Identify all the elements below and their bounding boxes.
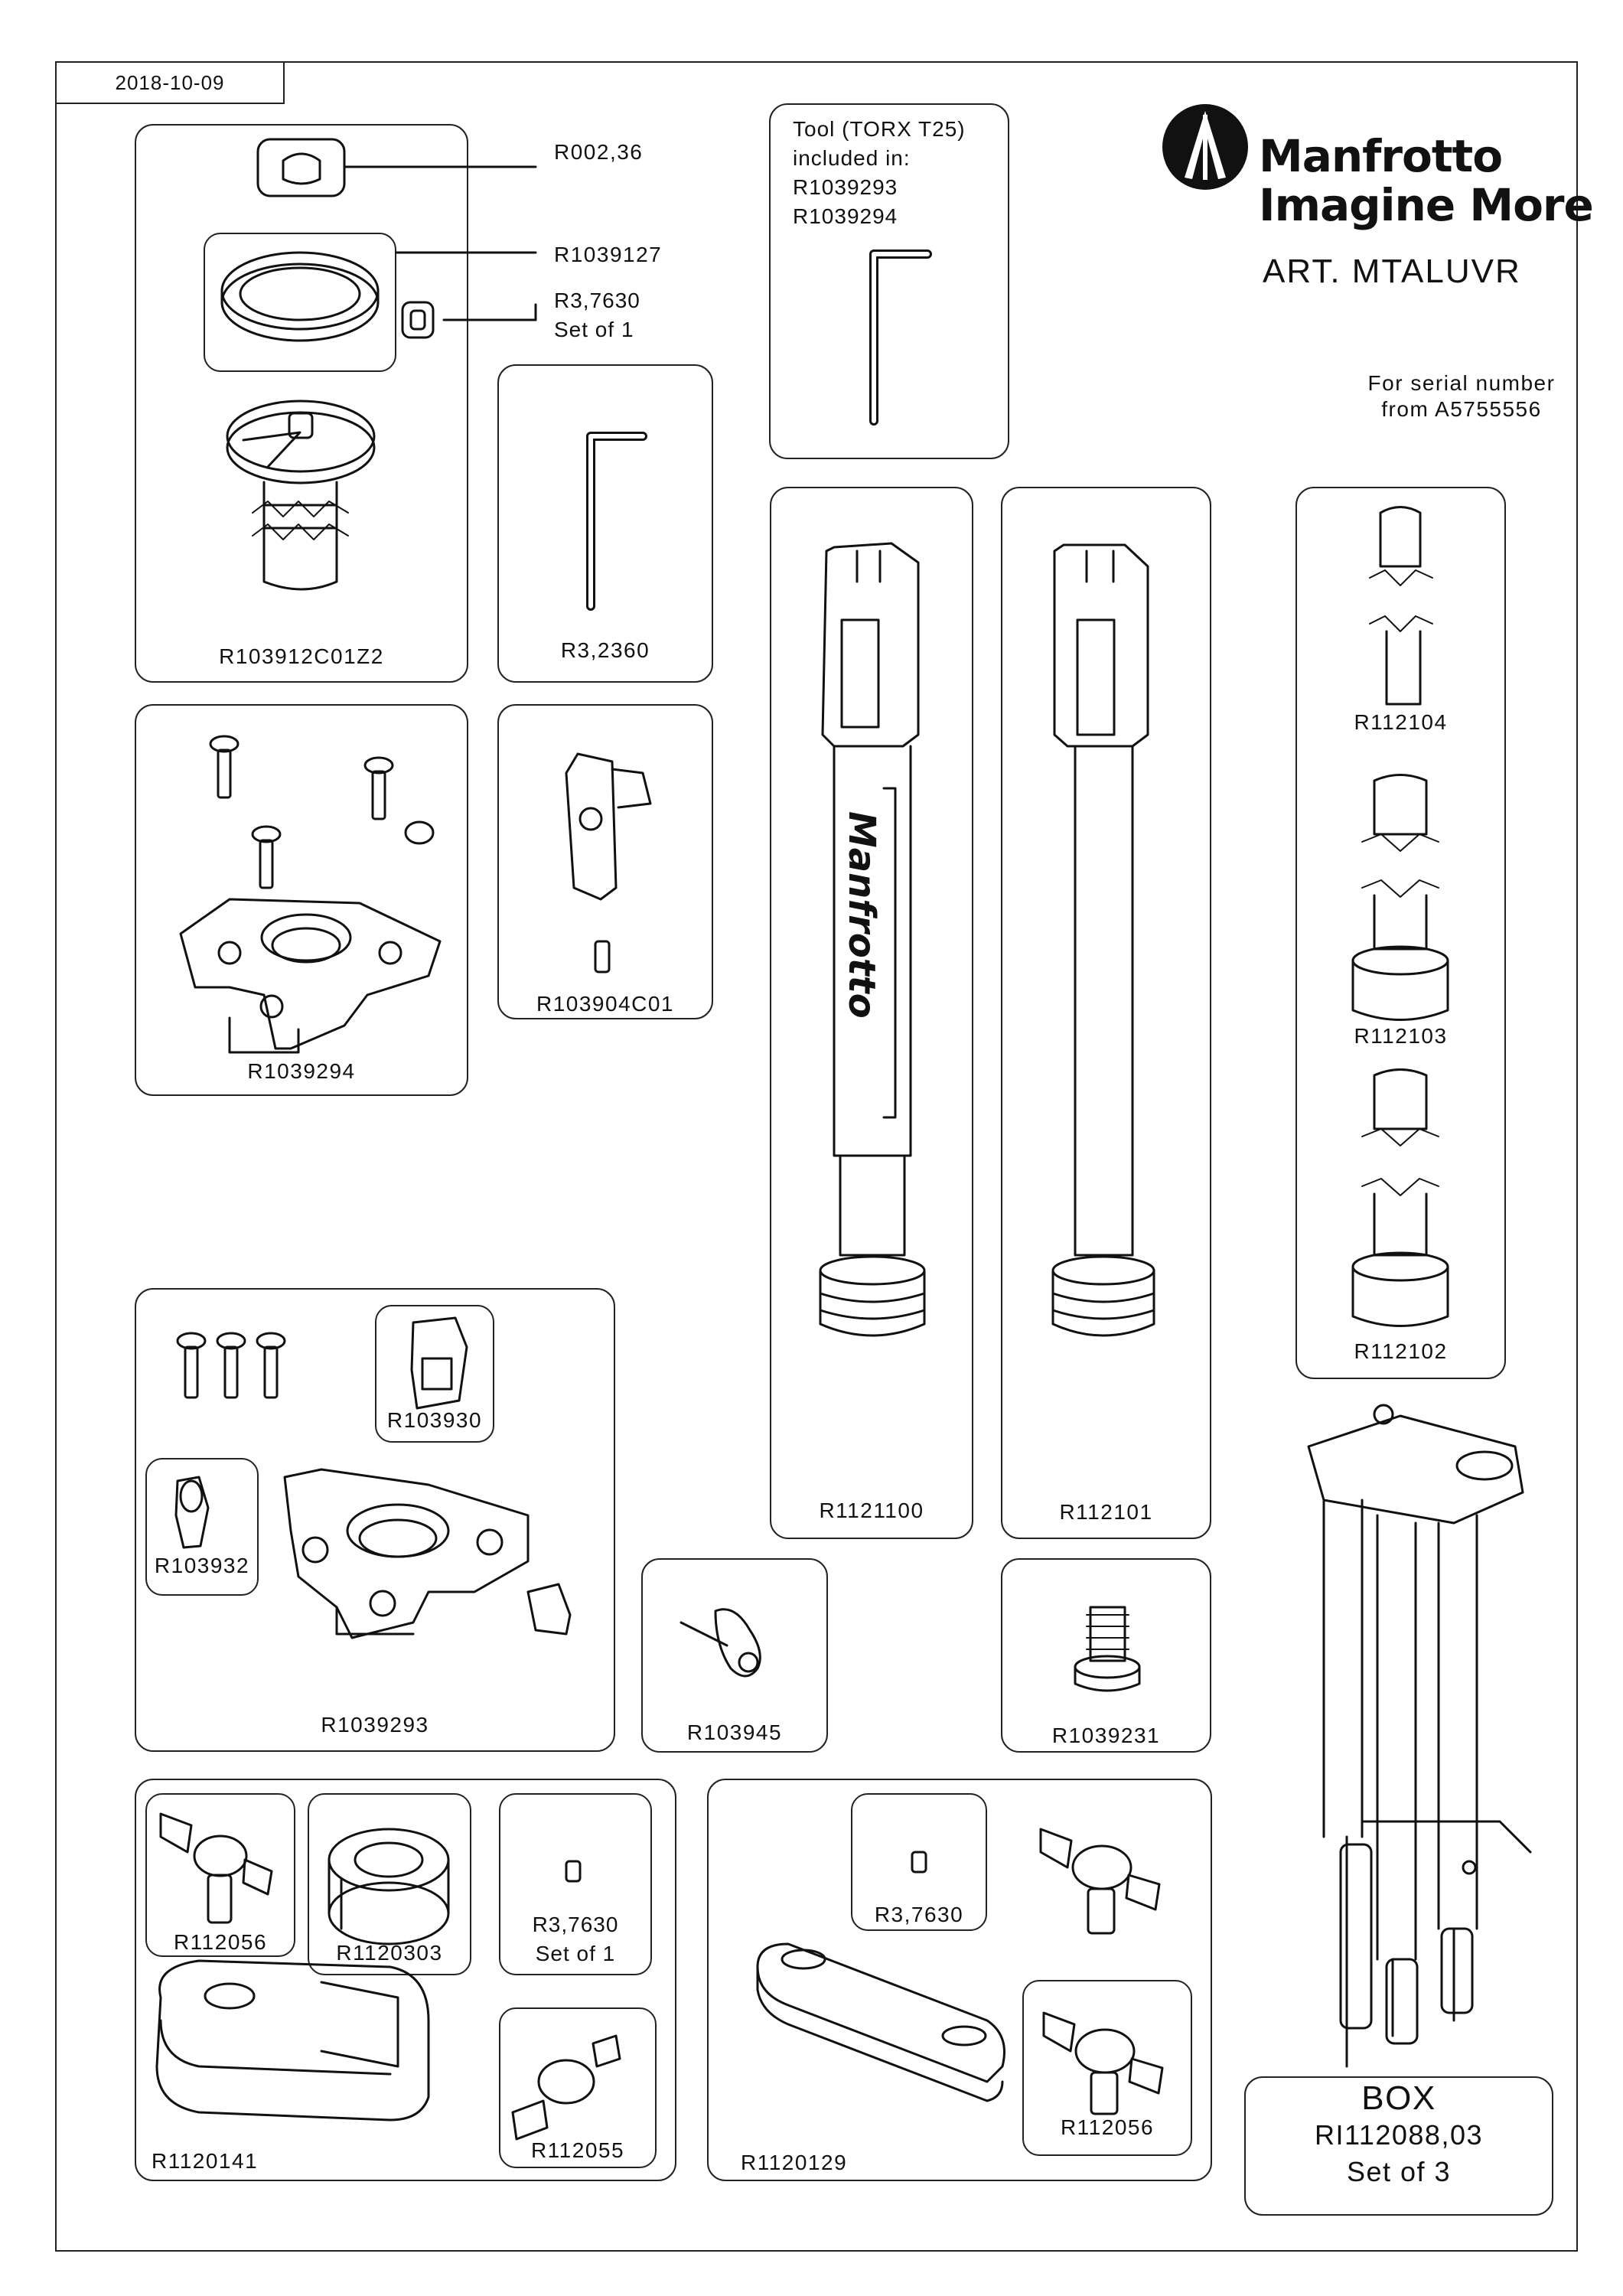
label-r3-2360: R3,2360 (560, 638, 650, 662)
brand-block: Manfrotto Imagine More (1259, 130, 1594, 231)
leg-clip-icon (565, 752, 652, 974)
tool-note-line-3: R1039293 (793, 175, 898, 199)
label-r112102: R112102 (1354, 1339, 1448, 1363)
tool-note-line-4: R1039294 (793, 204, 898, 228)
set-screw-icon (565, 1860, 582, 1883)
leg-tube-icon (819, 542, 926, 1337)
clip-icon (174, 1316, 468, 1549)
brand-name: Manfrotto (1259, 130, 1503, 182)
wing-knob-icon (680, 1608, 761, 1678)
screw-icon (176, 1332, 286, 1399)
label-r1039231: R1039231 (1051, 1724, 1161, 1747)
leader-lines (344, 165, 537, 321)
set-screw-icon (911, 1851, 927, 1874)
box-label-code: RI112088,03 (1314, 2119, 1483, 2151)
serial-line-2: from A5755556 (1381, 397, 1542, 421)
part-box-r112056-a (145, 1793, 295, 1957)
part-box-r112101 (1001, 487, 1211, 1539)
part-box-leg-sections (1295, 487, 1506, 1379)
label-r3-7630-b-code: R3,7630 (532, 1913, 619, 1936)
part-box-r1039294 (135, 704, 468, 1096)
part-box-r1120303 (308, 1793, 471, 1975)
drawing-sheet (55, 61, 1578, 2252)
box-set (1244, 2076, 1553, 2216)
label-r112056-b: R112056 (1060, 2115, 1155, 2139)
label-set-of-1-b: Set of 1 (535, 1942, 616, 1965)
leg-section-icon (1351, 506, 1449, 1327)
label-r1120129: R1120129 (741, 2151, 848, 2174)
box-label: BOX RI112088,03 Set of 3 (1246, 2080, 1552, 2190)
label-r103904c01: R103904C01 (536, 992, 675, 1016)
date-text: 2018-10-09 (115, 70, 225, 94)
label-r1120303: R1120303 (336, 1941, 443, 1965)
clamp-bar-icon (155, 1959, 430, 2122)
top-plate-icon (226, 400, 376, 591)
torx-key-icon (869, 249, 932, 426)
label-r103932: R103932 (154, 1554, 250, 1577)
set-screw-icon (401, 301, 435, 339)
part-box-r3-7630-c (851, 1793, 987, 1931)
leg-brand-text: Manfrotto (840, 811, 883, 1019)
tool-note-box (769, 103, 1009, 459)
split-ring-icon (328, 1828, 450, 1945)
label-r112103: R112103 (1354, 1024, 1448, 1048)
part-box-r103932 (145, 1458, 259, 1596)
label-r1120141: R1120141 (152, 2149, 259, 2173)
serial-note: For serial number from A5755556 (1347, 370, 1576, 422)
label-r3-7630-b: R3,7630 Set of 1 (499, 1910, 652, 1968)
label-r3-7630-c: R3,7630 (874, 1903, 964, 1926)
label-r103930: R103930 (386, 1408, 483, 1432)
leg-tube-icon (1051, 543, 1155, 1337)
label-r112101: R112101 (1059, 1500, 1153, 1524)
box-label-title: BOX (1361, 2079, 1436, 2117)
label-r112055: R112055 (530, 2138, 625, 2162)
tripod-icon (1307, 1404, 1532, 2068)
article-number: ART. MTALUVR (1263, 253, 1521, 290)
label-r3-7630-a-code: R3,7630 (554, 289, 640, 312)
part-box-r112055 (499, 2007, 657, 2168)
part-box-r103912c01z2 (135, 124, 468, 683)
label-r112056-a: R112056 (173, 1930, 268, 1954)
t-knob-icon (159, 1812, 1164, 2141)
part-box-r1121100 (770, 487, 973, 1539)
knob-icon (256, 138, 346, 197)
part-box-r112056-b (1022, 1980, 1192, 2156)
label-r1039293: R1039293 (321, 1713, 429, 1737)
tool-note-line-2: included in: (793, 146, 911, 170)
part-box-r103904c01 (497, 704, 713, 1019)
label-r1121100: R1121100 (819, 1499, 924, 1522)
part-box-r3-7630-b (499, 1793, 652, 1975)
label-set-of-1-a: Set of 1 (554, 318, 634, 341)
serial-line-1: For serial number (1367, 371, 1556, 395)
label-r1039294: R1039294 (247, 1059, 356, 1083)
spider-casting-icon (179, 898, 442, 1054)
bar-plate-icon (756, 1942, 1005, 2102)
label-r112104: R112104 (1354, 710, 1448, 734)
hex-key-icon (586, 432, 647, 611)
screw-icon (209, 735, 435, 889)
tool-note-line-1: Tool (TORX T25) (793, 117, 966, 141)
label-r103945: R103945 (686, 1720, 783, 1744)
tool-note: Tool (TORX T25) included in: R1039293 R1… (793, 115, 966, 231)
part-box-group-right (707, 1779, 1212, 2181)
part-box-r1039293 (135, 1288, 615, 1752)
ring-icon (220, 251, 380, 342)
date-box: 2018-10-09 (55, 61, 285, 104)
part-box-r1039127 (204, 233, 396, 372)
box-label-qty: Set of 3 (1346, 2156, 1452, 2187)
part-box-r103930 (375, 1305, 494, 1443)
spider-casting-icon (283, 1468, 572, 1639)
label-r1039127: R1039127 (554, 243, 663, 266)
brand-tagline: Imagine More (1259, 179, 1594, 231)
label-r3-7630-a: R3,7630 Set of 1 (554, 286, 640, 344)
label-r002-36: R002,36 (554, 140, 644, 164)
thread-screw-icon (1074, 1606, 1141, 1692)
part-box-r3-2360 (497, 364, 713, 683)
part-box-r103945 (641, 1558, 828, 1753)
part-box-r1039231 (1001, 1558, 1211, 1753)
part-box-group-left (135, 1779, 676, 2181)
label-r103912c01z2: R103912C01Z2 (219, 644, 384, 668)
